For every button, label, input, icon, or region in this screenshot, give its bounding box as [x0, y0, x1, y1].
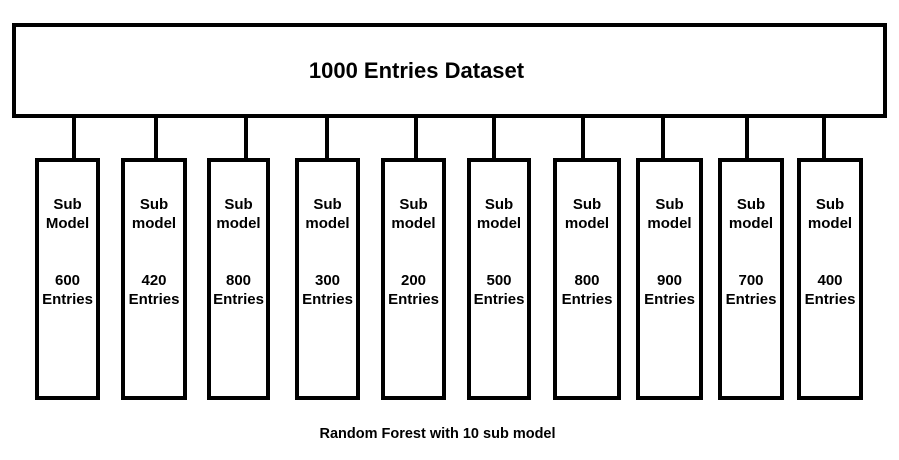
connector-line-3 — [244, 117, 248, 158]
dataset-box: 1000 Entries Dataset — [12, 23, 887, 118]
connector-line-4 — [325, 117, 329, 158]
connector-line-10 — [822, 117, 826, 158]
diagram-caption: Random Forest with 10 sub model — [319, 426, 556, 442]
connector-line-1 — [72, 117, 76, 158]
connector-line-6 — [492, 117, 496, 158]
connector-line-8 — [661, 117, 665, 158]
dataset-label: 1000 Entries Dataset — [308, 57, 525, 83]
connector-line-5 — [414, 117, 418, 158]
connector-line-9 — [745, 117, 749, 158]
connector-line-7 — [581, 117, 585, 158]
connector-line-2 — [154, 117, 158, 158]
